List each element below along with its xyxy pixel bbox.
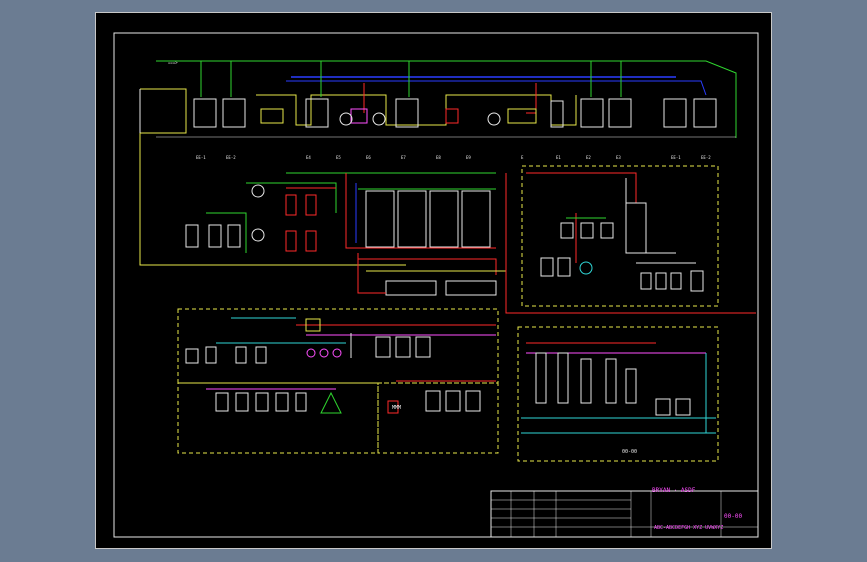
cad-drawing-viewport[interactable]: ===> — [95, 12, 772, 549]
row1-label-9: E — [521, 155, 524, 160]
row1-label-4: E5 — [336, 155, 341, 160]
row1-label-8: E9 — [466, 155, 471, 160]
svg-text:===>: ===> — [168, 60, 178, 65]
drawing-frame — [113, 32, 759, 538]
row1-label-6: E7 — [401, 155, 406, 160]
top-process-line: ===> — [139, 60, 737, 266]
row1-label-5: E6 — [366, 155, 371, 160]
title-block-project: ABC-ABCDEFGH XYZ UVWXYZ — [654, 525, 724, 531]
row1-label-14: EE-2 — [701, 155, 711, 160]
row1-label-2: EE-2 — [226, 155, 236, 160]
row1-label-11: E2 — [586, 155, 591, 160]
section-label-right: 00-00 — [622, 449, 638, 455]
left-middle-section — [177, 308, 499, 384]
left-lower-section — [177, 380, 499, 454]
section-tag: MMM — [392, 405, 402, 411]
second-process-row — [185, 172, 506, 296]
row1-labels: EE-1 EE-2 E4 E5 E6 E7 E8 E9 E E1 E2 E3 E… — [196, 155, 711, 160]
title-block — [490, 490, 759, 538]
title-block-header: BRYAN · ASDF — [652, 487, 696, 494]
row1-label-3: E4 — [306, 155, 311, 160]
right-lower-section — [517, 326, 719, 462]
process-flow-diagram: ===> — [113, 32, 759, 538]
row1-label-1: EE-1 — [196, 155, 206, 160]
title-block-drawing-no: 00-00 — [724, 513, 743, 520]
row1-label-10: E1 — [556, 155, 561, 160]
row1-label-12: E3 — [616, 155, 621, 160]
row1-label-13: EE-1 — [671, 155, 681, 160]
right-upper-section — [505, 165, 756, 314]
row1-label-7: E8 — [436, 155, 441, 160]
